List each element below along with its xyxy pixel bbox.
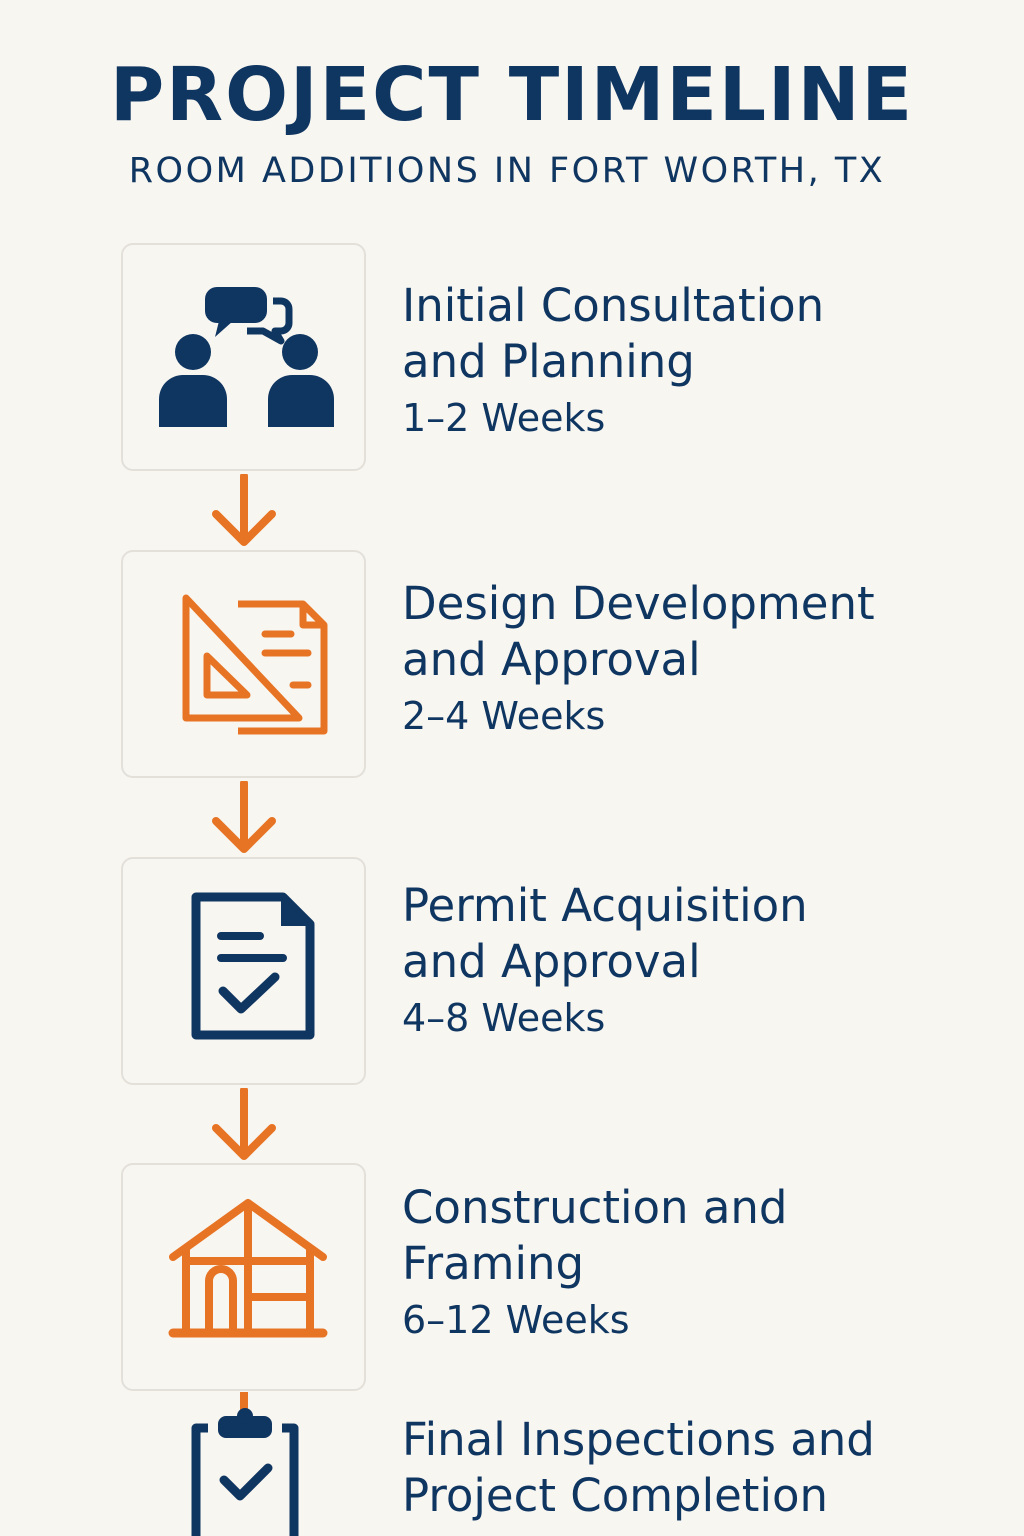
step-2-icon-card <box>121 550 366 778</box>
step-4-title-line1: Construction and <box>402 1181 788 1234</box>
step-1-duration: 1–2 Weeks <box>402 396 606 440</box>
step-1-icon-card <box>121 243 366 471</box>
design-triangle-document-icon <box>182 594 328 735</box>
step-2-duration: 2–4 Weeks <box>402 694 606 738</box>
clipboard-check-icon <box>191 1408 299 1536</box>
step-3-icon-card <box>121 857 366 1085</box>
down-arrow-icon <box>212 781 276 853</box>
step-2-title-line1: Design Development <box>402 577 875 630</box>
step-4-text: Construction and Framing 6–12 Weeks <box>402 1180 1002 1348</box>
step-4-duration: 6–12 Weeks <box>402 1298 630 1342</box>
page-subtitle: ROOM ADDITIONS IN FORT WORTH, TX <box>128 151 886 191</box>
consultation-people-icon <box>159 287 334 427</box>
step-3-title-line1: Permit Acquisition <box>402 879 808 932</box>
step-4-title-line2: Framing <box>402 1237 585 1290</box>
step-5-title-line1: Final Inspections and <box>402 1413 875 1466</box>
down-arrow-icon <box>212 1088 276 1160</box>
permit-document-check-icon <box>191 892 315 1040</box>
step-1-text: Initial Consultation and Planning 1–2 We… <box>402 278 1002 446</box>
house-framing-icon <box>168 1199 328 1338</box>
step-3-title-line2: and Approval <box>402 935 701 988</box>
step-1-title-line2: and Planning <box>402 335 695 388</box>
step-2-title-line2: and Approval <box>402 633 701 686</box>
down-arrow-icon <box>212 474 276 546</box>
page-title: PROJECT TIMELINE <box>109 52 915 138</box>
timeline-connector <box>240 1392 248 1416</box>
step-3-text: Permit Acquisition and Approval 4–8 Week… <box>402 878 1002 1046</box>
step-5-title-line2: Project Completion <box>402 1469 829 1522</box>
step-1-title-line1: Initial Consultation <box>402 279 825 332</box>
step-2-text: Design Development and Approval 2–4 Week… <box>402 576 1002 744</box>
step-5-text: Final Inspections and Project Completion <box>402 1412 1002 1524</box>
step-4-icon-card <box>121 1163 366 1391</box>
step-3-duration: 4–8 Weeks <box>402 996 606 1040</box>
